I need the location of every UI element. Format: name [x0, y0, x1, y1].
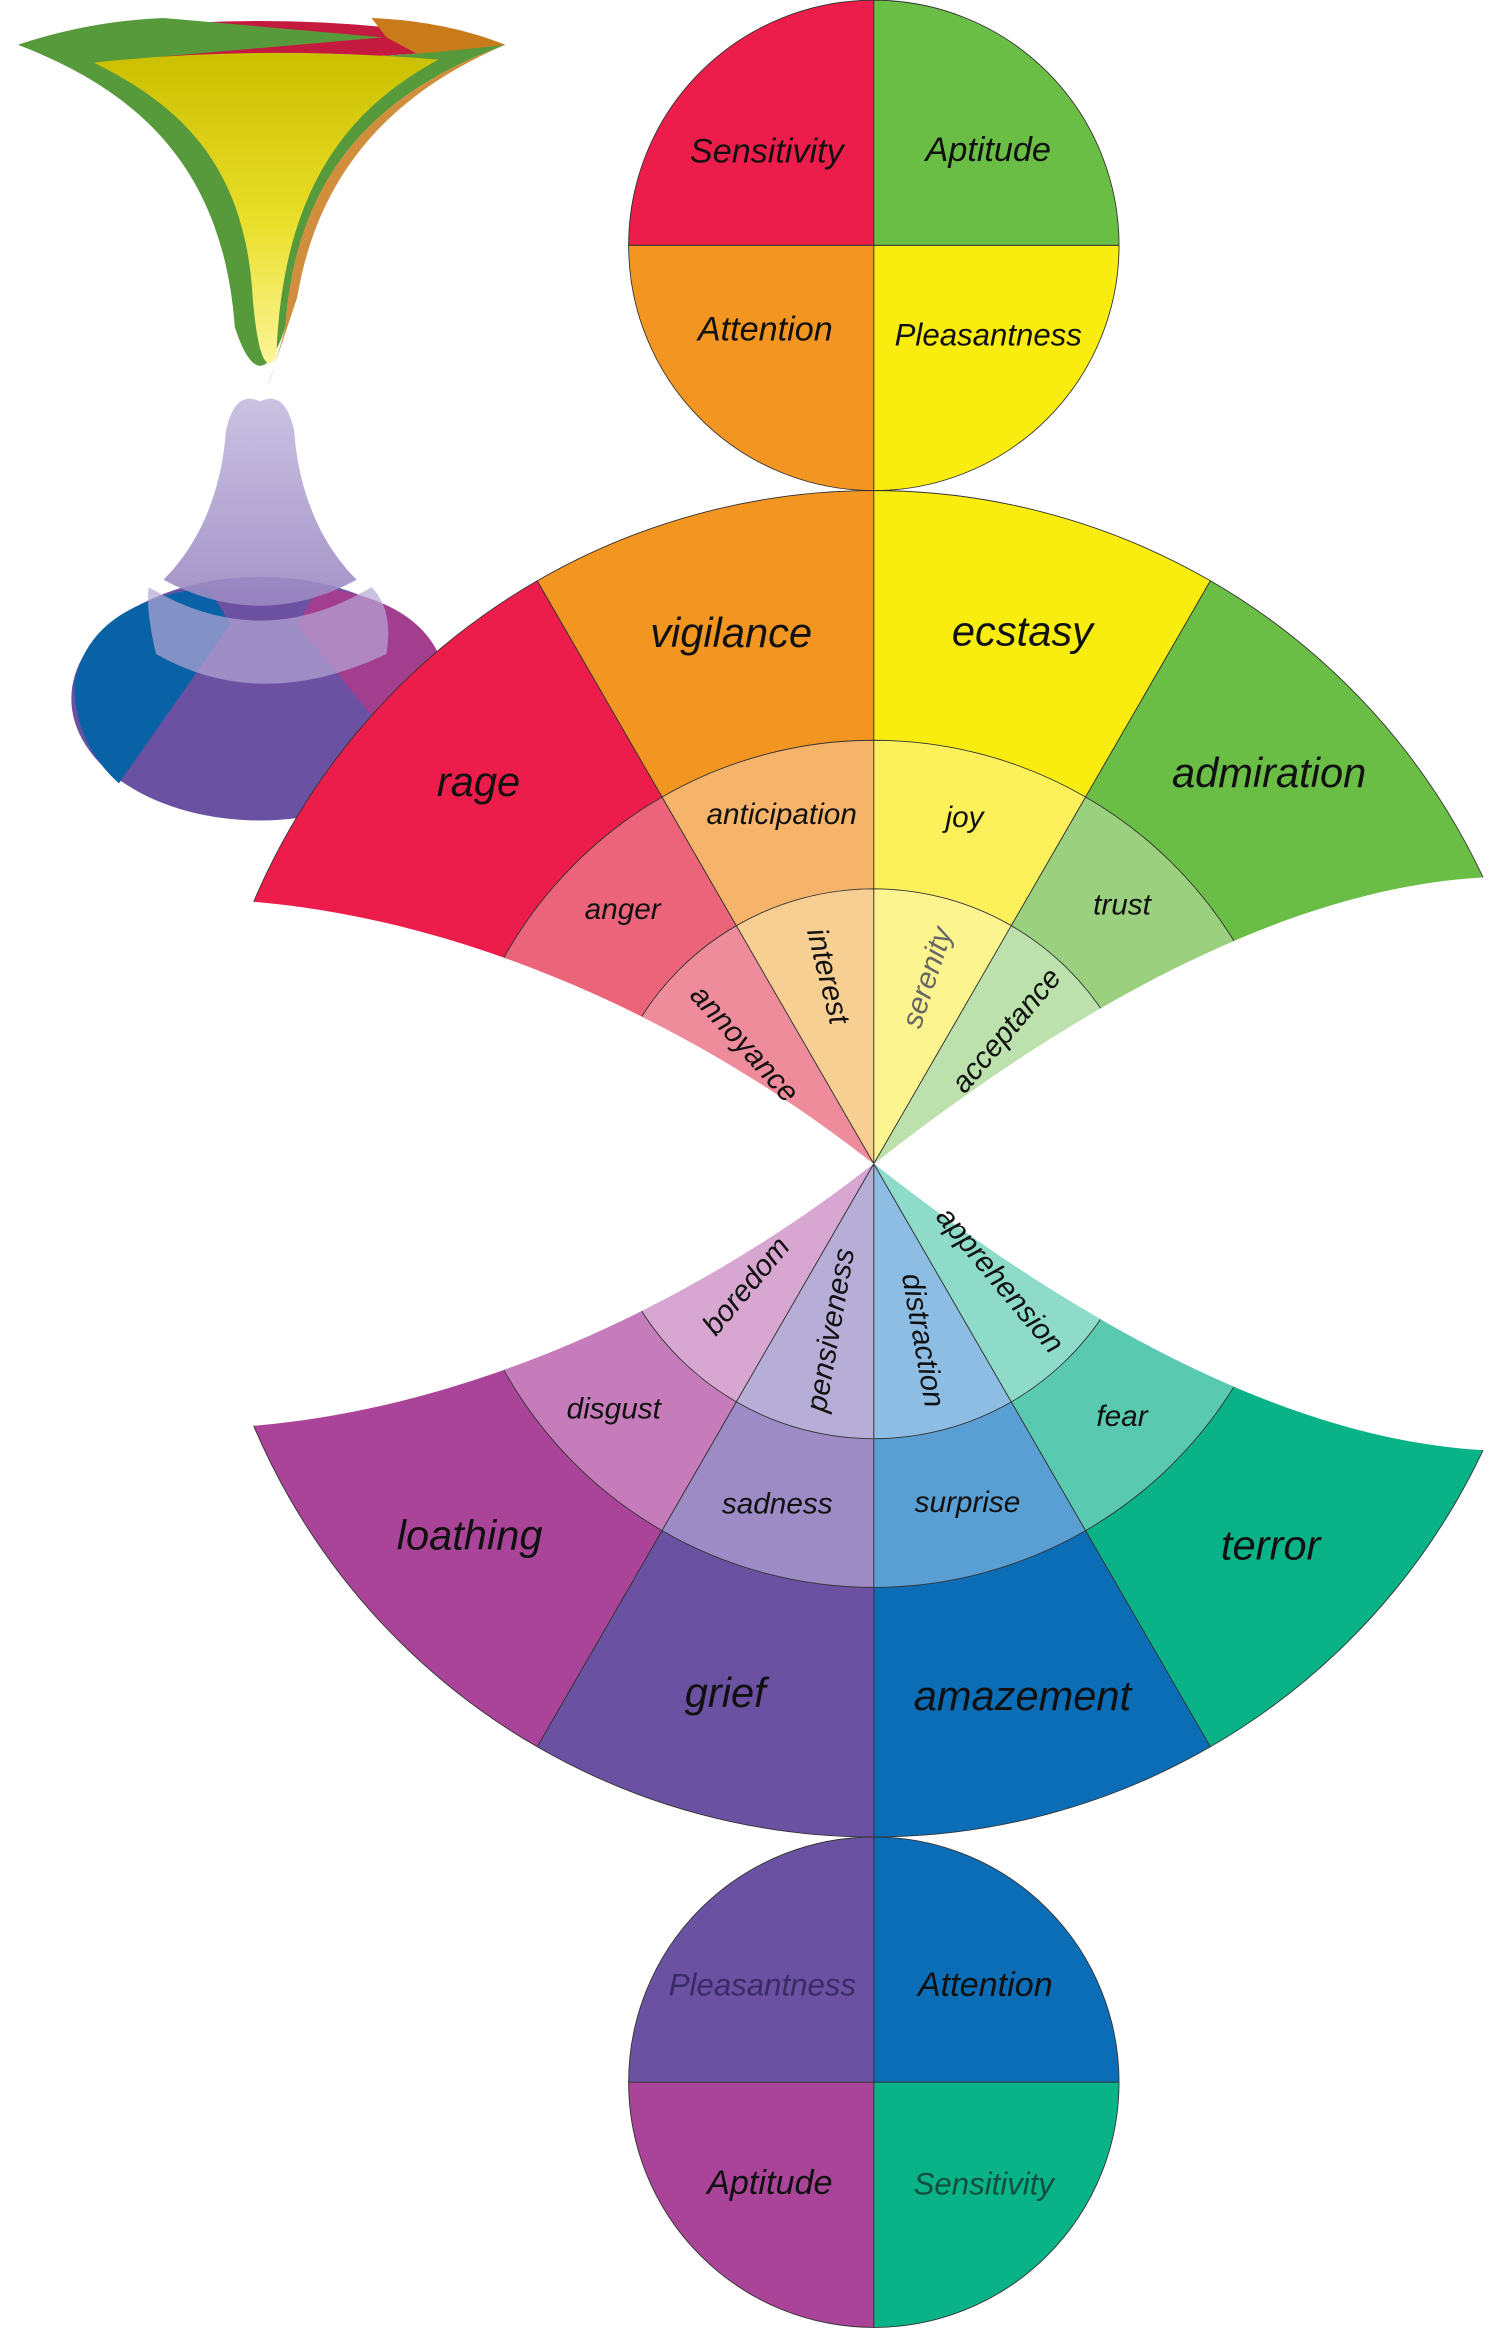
emotion-label-outer: terror — [1221, 1522, 1323, 1569]
cone-body — [163, 398, 357, 606]
top-quadrant-label: Aptitude — [924, 131, 1051, 169]
emotion-label-middle: fear — [1096, 1400, 1148, 1433]
emotion-label-outer: vigilance — [650, 609, 812, 656]
cone-flare — [147, 587, 389, 684]
emotion-label-middle: sadness — [722, 1487, 833, 1520]
bottom-quadrant-label: Attention — [916, 1966, 1053, 2004]
circle-quadrant — [873, 2081, 1120, 2328]
emotion-label-middle: surprise — [915, 1486, 1021, 1519]
circle-quadrant — [628, 1836, 875, 2083]
emotion-sector-inner — [873, 1163, 1012, 1440]
emotion-label-middle: joy — [941, 801, 985, 834]
emotion-label-outer: rage — [437, 758, 520, 805]
bottom-quadrant-label: Aptitude — [705, 2164, 832, 2202]
funnel-rim-left — [17, 17, 384, 63]
emotion-label-outer: admiration — [1172, 749, 1366, 796]
emotion-label-outer: grief — [685, 1669, 770, 1716]
circle-quadrant — [873, 244, 1120, 492]
emotion-label-middle: anger — [585, 893, 662, 926]
circle-quadrant — [873, 0, 1120, 246]
funnel-body-front — [93, 52, 439, 364]
funnel-body-right — [267, 44, 506, 387]
bottom-quadrant-label: Pleasantness — [669, 1967, 856, 2002]
emotion-label-middle: anticipation — [707, 798, 857, 831]
emotion-sector-inner — [735, 1163, 875, 1440]
bottom-quadrant-label: Sensitivity — [914, 2166, 1057, 2201]
emotion-label-middle: trust — [1093, 889, 1153, 922]
top-quadrant-label: Attention — [696, 311, 833, 349]
emotion-label-outer: ecstasy — [952, 608, 1095, 655]
top-quadrant-label: Pleasantness — [895, 318, 1082, 353]
circle-quadrant — [628, 244, 875, 492]
circle-quadrant — [873, 1836, 1120, 2083]
bottom-circle — [628, 1836, 1120, 2328]
emotion-label-outer: amazement — [914, 1672, 1133, 1719]
emotion-sector-inner — [873, 888, 1012, 1164]
emotion-label-outer: loathing — [397, 1511, 543, 1558]
circle-quadrant — [628, 2081, 875, 2328]
top-circle — [628, 0, 1120, 492]
circle-quadrant — [628, 0, 875, 246]
emotion-sector-inner — [735, 888, 875, 1164]
top-quadrant-label: Sensitivity — [690, 132, 846, 170]
emotion-label-middle: disgust — [567, 1392, 663, 1425]
